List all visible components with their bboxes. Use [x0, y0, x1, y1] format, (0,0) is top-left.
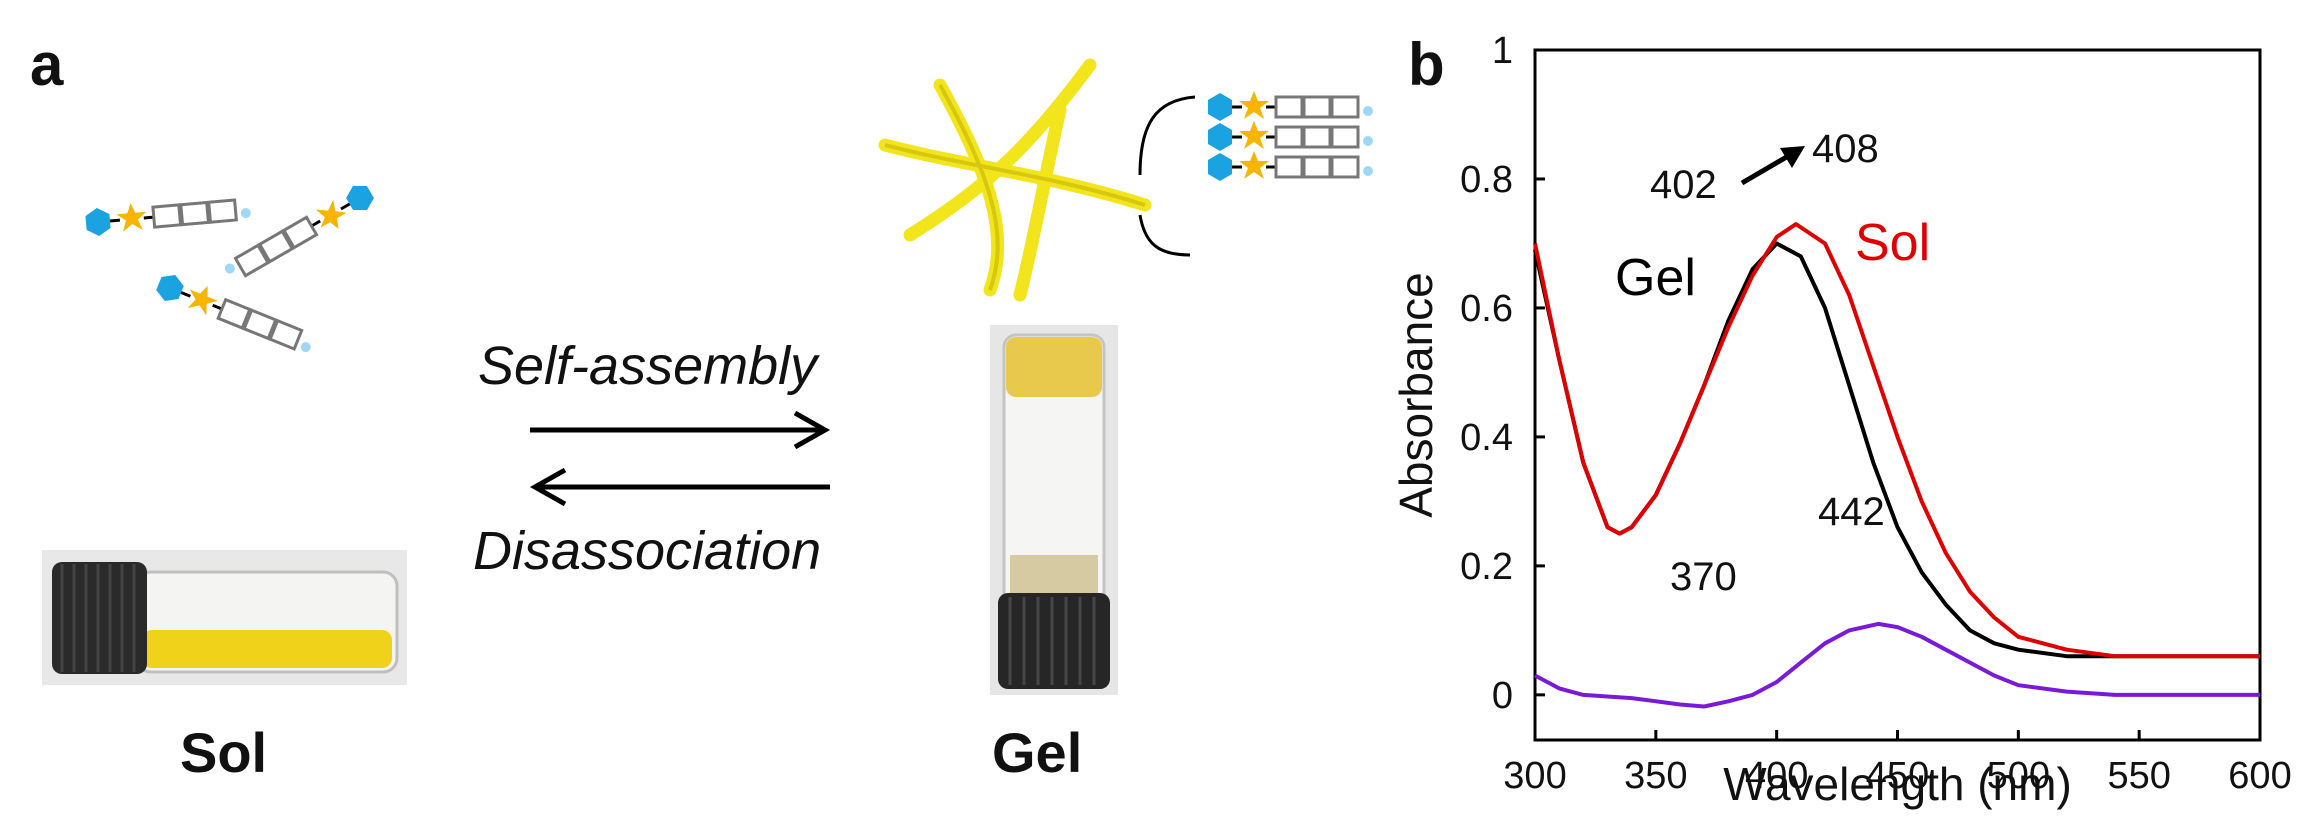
gel-fibers-illustration [878, 58, 1375, 302]
y-tick-label: 0.2 [1460, 546, 1513, 588]
sol-vial-photo [42, 550, 407, 685]
panel-b-label: b [1408, 31, 1445, 98]
y-tick-label: 0 [1492, 675, 1513, 717]
series-line-sol [1533, 222, 2260, 659]
peak-shift-arrow [1740, 146, 1805, 186]
sol-caption: Sol [180, 721, 268, 784]
series-line-third [1534, 621, 2260, 709]
peak-label-370: 370 [1670, 555, 1737, 599]
y-tick-label: 0.6 [1460, 288, 1513, 330]
gel-vial-photo [990, 325, 1118, 695]
gel-caption: Gel [992, 721, 1083, 784]
x-tick-label: 300 [1503, 755, 1566, 797]
self-assembly-label: Self-assembly [478, 336, 818, 396]
x-tick-label: 500 [1987, 755, 2050, 797]
y-tick-label: 0.4 [1460, 417, 1513, 459]
peak-label-442: 442 [1818, 490, 1885, 534]
x-tick-label: 550 [2107, 755, 2170, 797]
x-tick-label: 350 [1624, 755, 1687, 797]
y-tick-label: 1 [1492, 30, 1513, 72]
peak-label-408: 408 [1812, 127, 1879, 171]
x-tick-label: 600 [2228, 755, 2291, 797]
series-label-gel: Gel [1615, 249, 1696, 307]
x-tick-label: 400 [1745, 755, 1808, 797]
y-tick-label: 0.8 [1460, 159, 1513, 201]
equilibrium-arrows [529, 410, 831, 507]
y-axis-label: Absorbance [1390, 272, 1442, 518]
series-label-sol: Sol [1855, 214, 1930, 272]
x-axis-label: Wavelength (nm) [1723, 758, 2072, 810]
peak-label-402: 402 [1650, 163, 1717, 207]
panel-a-label: a [30, 31, 64, 98]
x-tick-label: 450 [1866, 755, 1929, 797]
disassociation-label: Disassociation [473, 521, 822, 581]
plot-frame [1533, 48, 2262, 742]
